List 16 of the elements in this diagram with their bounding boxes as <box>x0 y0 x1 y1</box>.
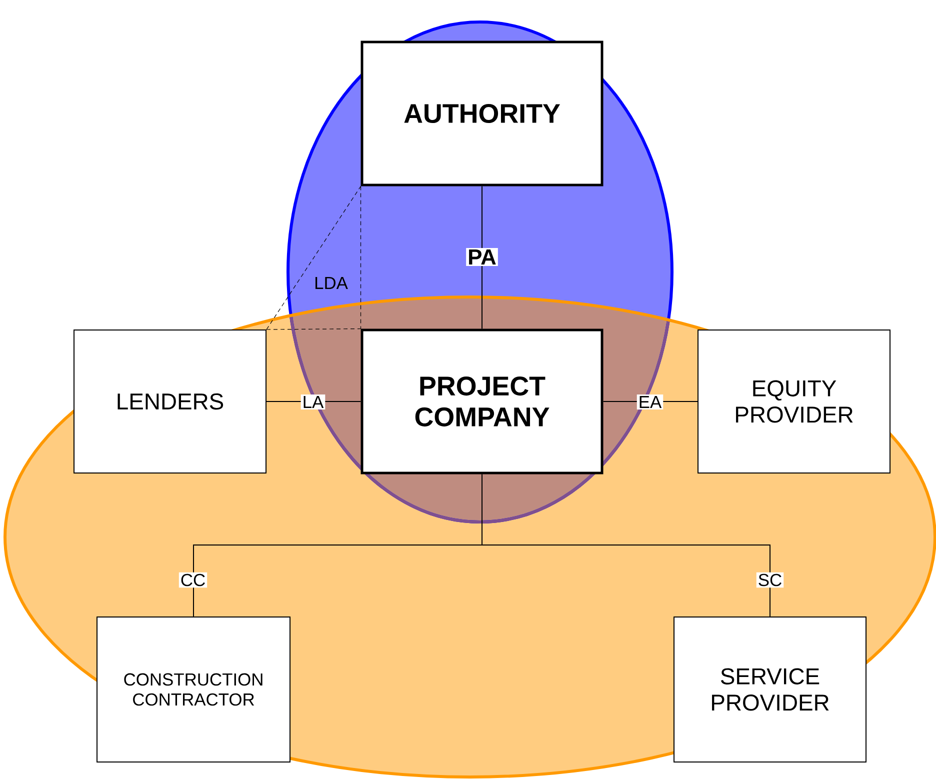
party-box: CONSTRUCTION CONTRACTOR <box>96 616 290 762</box>
party-box: AUTHORITY <box>360 40 604 186</box>
edge-label: PA <box>466 248 498 266</box>
party-box: SERVICE PROVIDER <box>674 616 866 762</box>
edge-label: EA <box>636 394 664 410</box>
connector-line <box>266 328 362 330</box>
connector-line <box>482 474 770 617</box>
edge-label: CC <box>178 572 208 588</box>
edge-label: SC <box>756 572 784 588</box>
party-box: LENDERS <box>74 330 266 474</box>
edge-label: LA <box>300 394 326 410</box>
connector-line <box>360 186 362 330</box>
party-box: EQUITY PROVIDER <box>698 330 890 474</box>
connector-line <box>266 186 362 330</box>
party-box: PROJECT COMPANY <box>360 328 604 474</box>
edge-label: LDA <box>315 277 348 289</box>
